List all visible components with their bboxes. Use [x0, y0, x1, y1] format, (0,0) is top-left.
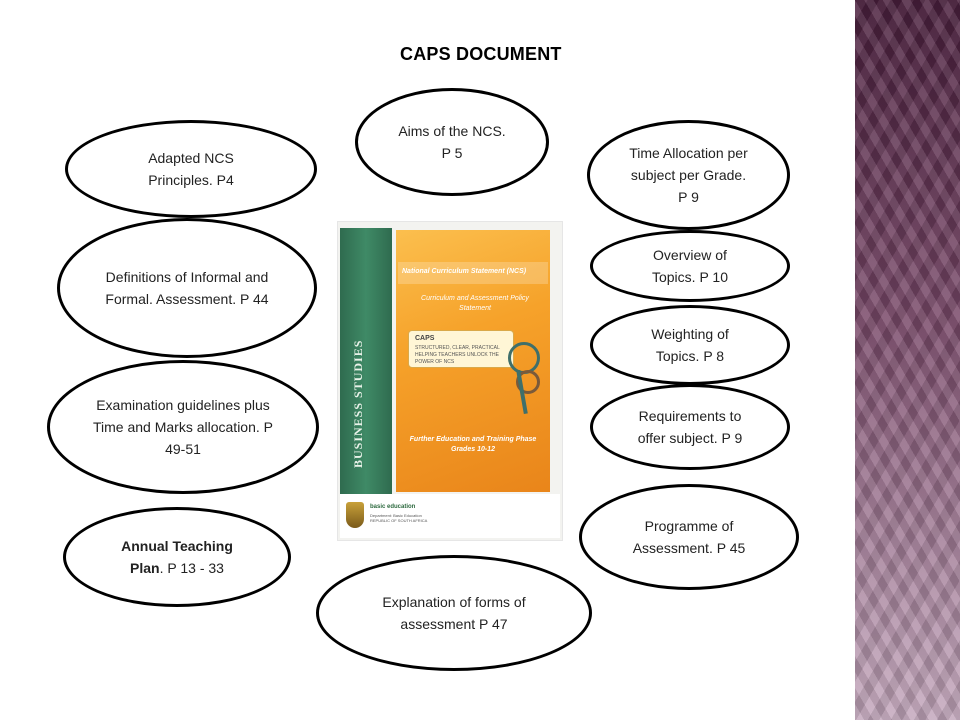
cover-spine-label: BUSINESS STUDIES [351, 339, 365, 468]
bubble-overview-topics-text: Overview of Topics. P 10 [651, 247, 728, 285]
bubble-weighting-topics-text: Weighting of Topics. P 8 [651, 326, 729, 364]
bubble-definitions-text: Definitions of Informal and Formal. Asse… [105, 269, 269, 307]
cover-caps-tag: CAPS STRUCTURED, CLEAR, PRACTICAL HELPIN… [408, 330, 514, 368]
bubble-time-allocation-text: Time Allocation per subject per Grade. P… [629, 145, 748, 205]
coat-of-arms-icon [346, 502, 364, 528]
bubble-adapted-principles: Adapted NCS Principles. P4 [65, 120, 317, 218]
page-title: CAPS DOCUMENT [400, 44, 562, 64]
cover-front: National Curriculum Statement (NCS) Curr… [396, 230, 550, 492]
cover-phase: Further Education and Training Phase Gra… [404, 435, 542, 455]
bubble-examination-guidelines-text: Examination guidelines plus Time and Mar… [93, 397, 273, 457]
cover-tag-slogan-sub: HELPING TEACHERS UNLOCK THE POWER OF NCS [415, 352, 500, 365]
cover-heading: Curriculum and Assessment Policy Stateme… [421, 295, 529, 312]
bubble-adapted-principles-text: Adapted NCS Principles. P4 [148, 150, 234, 188]
cover-band [398, 262, 548, 284]
cover-spine: BUSINESS STUDIES [340, 228, 392, 528]
bubble-weighting-topics: Weighting of Topics. P 8 [590, 305, 790, 385]
bubble-requirements-text: Requirements to offer subject. P 9 [637, 408, 743, 446]
bubble-examination-guidelines: Examination guidelines plus Time and Mar… [47, 360, 319, 494]
bubble-time-allocation: Time Allocation per subject per Grade. P… [587, 120, 790, 230]
cover-tag-slogan: STRUCTURED, CLEAR, PRACTICAL HELPING TEA… [415, 345, 511, 366]
bubble-annual-teaching-plan: Annual Teaching Plan. P 13 - 33 [63, 507, 291, 607]
bubble-aims-text: Aims of the NCS. P 5 [398, 123, 506, 161]
bubble-aims: Aims of the NCS. P 5 [355, 88, 549, 196]
cover-tag-slogan-main: STRUCTURED, CLEAR, PRACTICAL [415, 345, 500, 351]
bubble-explanation-forms: Explanation of forms of assessment P 47 [316, 555, 592, 671]
cover-footer: basic education Department: Basic Educat… [340, 494, 560, 538]
bubble-annual-teaching-plan-text: Annual Teaching Plan. P 13 - 33 [107, 535, 247, 579]
bubble-programme-assessment: Programme of Assessment. P 45 [579, 484, 799, 590]
bubble-overview-topics: Overview of Topics. P 10 [590, 230, 790, 302]
cover-tag-label: CAPS [415, 335, 435, 342]
cover-grades-text: Grades 10-12 [451, 446, 495, 453]
cover-series: National Curriculum Statement (NCS) [402, 268, 527, 275]
caps-document-cover-image: BUSINESS STUDIES National Curriculum Sta… [338, 222, 562, 540]
annual-teaching-plan-bold: Annual Teaching Plan [121, 538, 233, 576]
annual-teaching-plan-page: . P 13 - 33 [159, 560, 224, 576]
bubble-programme-assessment-text: Programme of Assessment. P 45 [632, 518, 746, 556]
bubble-explanation-forms-text: Explanation of forms of assessment P 47 [382, 594, 526, 632]
decorative-side-stripe [855, 0, 960, 720]
key-icon [508, 342, 540, 374]
bubble-definitions: Definitions of Informal and Formal. Asse… [57, 218, 317, 358]
bubble-requirements: Requirements to offer subject. P 9 [590, 384, 790, 470]
cover-department: basic education [370, 504, 416, 510]
cover-phase-text: Further Education and Training Phase [409, 436, 537, 443]
cover-department-sub: Department: Basic Education REPUBLIC OF … [370, 513, 428, 523]
